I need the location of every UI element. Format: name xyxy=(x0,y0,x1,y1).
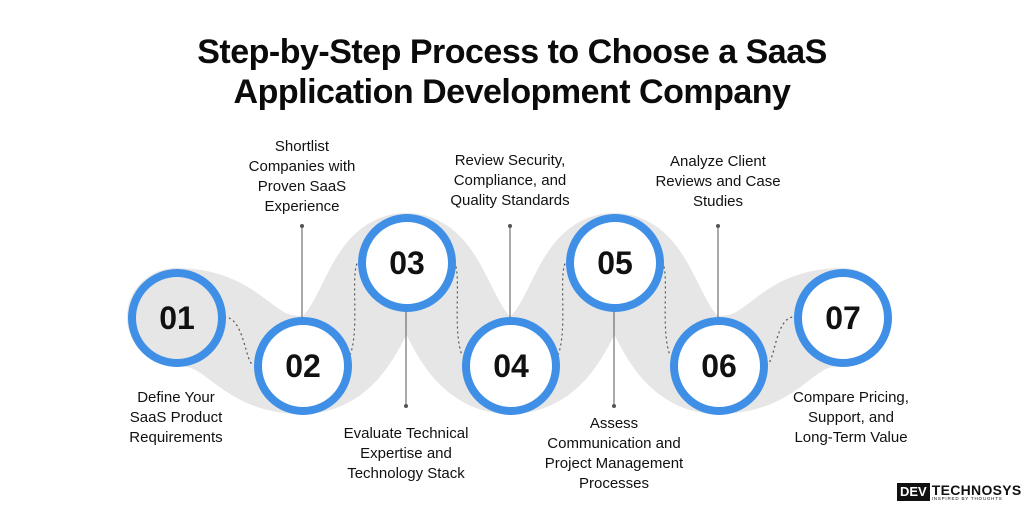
label-line: Technology Stack xyxy=(347,465,465,482)
label-line: Communication and xyxy=(547,435,681,452)
title-line-2: Application Development Company xyxy=(233,73,791,111)
label-line: Support, and xyxy=(808,409,894,426)
label-line: Compare Pricing, xyxy=(793,389,909,406)
connector-06-07 xyxy=(765,316,795,366)
step-circle-03: 03 xyxy=(358,214,456,312)
step-label-05: Assess Communication and Project Managem… xyxy=(519,414,709,494)
label-line: Companies with xyxy=(248,158,356,175)
step-label-03: Evaluate Technical Expertise and Technol… xyxy=(311,424,501,484)
label-line: Processes xyxy=(578,475,650,492)
pointer-05-dot-bottom xyxy=(612,404,616,408)
step-label-07: Compare Pricing, Support, and Long-Term … xyxy=(756,388,946,448)
label-line: Analyze Client xyxy=(670,153,766,170)
logo-wordmark: TECHNOSYS INSPIRED BY THOUGHTS xyxy=(932,483,1022,502)
pointer-06-dot-top xyxy=(716,224,720,228)
step-number: 01 xyxy=(159,299,195,336)
label-line: Requirements xyxy=(129,429,223,446)
step-number: 06 xyxy=(701,347,737,384)
label-line: SaaS Product xyxy=(129,409,223,426)
step-label-04: Review Security, Compliance, and Quality… xyxy=(415,151,605,211)
step-number: 07 xyxy=(825,299,861,336)
pointer-04-dot-top xyxy=(508,224,512,228)
label-line: Assess xyxy=(589,415,639,432)
label-line: Project Management xyxy=(544,455,684,472)
step-label-06: Analyze Client Reviews and Case Studies xyxy=(623,152,813,212)
label-line: Long-Term Value xyxy=(794,429,908,446)
label-line: Evaluate Technical xyxy=(343,425,469,442)
label-line: Review Security, xyxy=(454,152,566,169)
page-title: Step-by-Step Process to Choose a SaaS Ap… xyxy=(0,32,1024,112)
logo-tagline: INSPIRED BY THOUGHTS xyxy=(931,495,1003,501)
logo-name: TECHNOSYS xyxy=(931,481,1022,498)
connector-03-04 xyxy=(453,261,463,356)
step-number: 03 xyxy=(389,244,425,281)
pointer-03-dot-bottom xyxy=(404,404,408,408)
step-circle-07: 07 xyxy=(794,269,892,367)
pointer-02-dot-top xyxy=(300,224,304,228)
label-line: Experience xyxy=(264,198,340,215)
step-number: 05 xyxy=(597,244,633,281)
step-label-02: Shortlist Companies with Proven SaaS Exp… xyxy=(207,137,397,217)
step-number: 02 xyxy=(285,347,321,384)
connector-05-06 xyxy=(661,261,671,356)
label-line: Compliance, and xyxy=(453,172,567,189)
label-line: Reviews and Case xyxy=(655,173,781,190)
label-line: Define Your xyxy=(137,389,215,406)
connector-01-02 xyxy=(223,316,255,366)
step-circle-04: 04 xyxy=(462,317,560,415)
step-circle-06: 06 xyxy=(670,317,768,415)
step-circle-02: 02 xyxy=(254,317,352,415)
label-line: Proven SaaS xyxy=(257,178,347,195)
step-circle-05: 05 xyxy=(566,214,664,312)
dotted-connectors xyxy=(223,261,795,366)
step-number: 04 xyxy=(493,347,529,384)
label-line: Shortlist xyxy=(274,138,330,155)
step-label-01: Define Your SaaS Product Requirements xyxy=(81,388,271,448)
title-line-1: Step-by-Step Process to Choose a SaaS xyxy=(197,33,827,71)
label-line: Studies xyxy=(692,193,744,210)
logo-dev-mark: DEV xyxy=(897,483,930,501)
label-line: Expertise and xyxy=(360,445,452,462)
label-line: Quality Standards xyxy=(450,192,570,209)
brand-logo: DEV TECHNOSYS INSPIRED BY THOUGHTS xyxy=(897,482,1022,502)
step-circle-01: 01 xyxy=(128,269,226,367)
